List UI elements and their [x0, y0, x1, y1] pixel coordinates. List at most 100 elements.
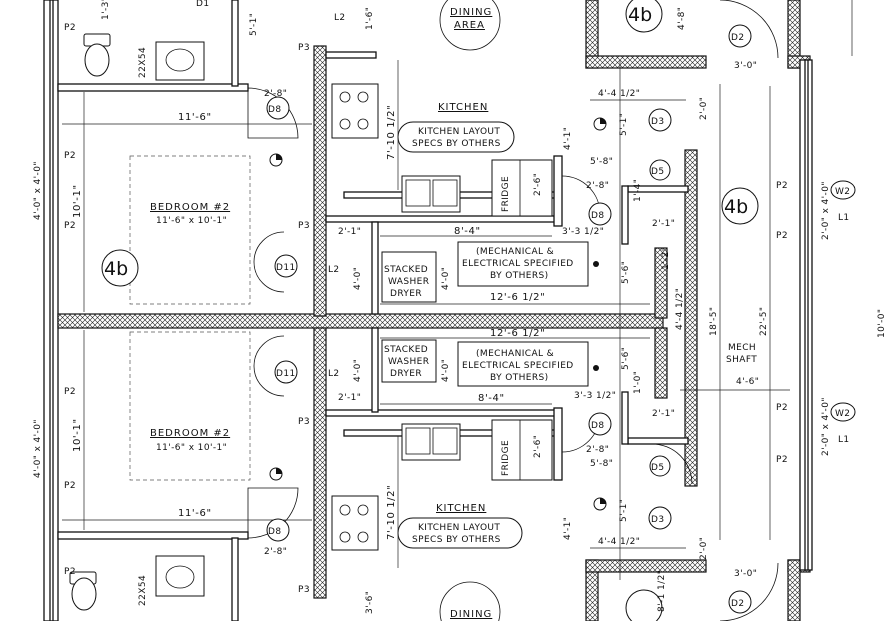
mech-note-box-lower — [457, 341, 589, 387]
dim-2-0-lower: 2'-0" — [699, 537, 709, 560]
dim-2-8-upper: 2'-8" — [264, 89, 287, 99]
outlet-tag-8: P2 — [776, 231, 788, 241]
bedroom-size-lower: 11'-6" x 10'-1" — [156, 443, 227, 453]
washer-label-upper: WASHER — [388, 277, 429, 287]
level-tag-lower: L1 — [838, 435, 850, 445]
outlet-tag-p3-1: P3 — [298, 43, 310, 53]
wall-tag-2: 4b — [724, 196, 748, 218]
bedroom-bottom-wall — [57, 531, 249, 540]
window-size-right-upper: 2'-0" x 4'-0" — [821, 181, 831, 240]
kitchen-layout-note-2: SPECS BY OTHERS — [412, 139, 501, 149]
dim-bedroom-depth-upper: 10'-1" — [72, 184, 83, 218]
dim-5-8-upper: 5'-8" — [590, 157, 613, 167]
door-tag-d8-d: D8 — [591, 421, 604, 431]
outlet-tag-1: P2 — [64, 23, 76, 33]
window-size-left-upper: 4'-0" x 4'-0" — [33, 161, 43, 220]
dim-4-0-lower: 4'-0" — [353, 359, 363, 382]
door-tag-d2-b: D2 — [731, 599, 744, 609]
light-tag-l2-3: L2 — [328, 369, 340, 379]
dining-table-upper — [439, 0, 501, 51]
stacked-label-lower: STACKED — [384, 345, 428, 355]
dim-bedroom-depth-lower: 10'-1" — [72, 418, 83, 452]
outlet-tag-3: P2 — [64, 221, 76, 231]
dim-3-6: 3'-6" — [365, 591, 375, 614]
dim-2-8-lower: 2'-8" — [264, 547, 287, 557]
dryer-label-upper: DRYER — [390, 289, 422, 299]
dim-kitchen-upper: 7'-10 1/2" — [386, 105, 397, 160]
outlet-tag-6: P2 — [64, 567, 76, 577]
dim-2-1-lower: 2'-1" — [338, 393, 361, 403]
partition-lower — [313, 327, 327, 599]
outlet-tag-p3-4: P3 — [298, 585, 310, 595]
kitchen-layout-note-1-lower: KITCHEN LAYOUT — [418, 523, 500, 533]
dim-2-1-upper: 2'-1" — [338, 227, 361, 237]
dim-5-1-lower: 5'-1" — [619, 499, 629, 522]
dim-1-4-upper: 1'-4" — [633, 179, 643, 202]
dim-bedroom-width-upper: 11'-6" — [178, 112, 212, 123]
dim-4-4-upper: 4'-4 1/2" — [598, 89, 640, 99]
kitchen-label-lower: KITCHEN — [436, 503, 486, 514]
dim-5-8-lower: 5'-8" — [590, 459, 613, 469]
dim-2-1-right-upper: 2'-1" — [652, 219, 675, 229]
vanity-size-upper: 22X54 — [138, 47, 148, 78]
fridge-label-lower: FRIDGE — [501, 440, 511, 476]
dining-table-lower — [439, 581, 501, 621]
door-tag-d11-a: D11 — [276, 263, 296, 273]
bedroom-label-lower: BEDROOM #2 — [150, 428, 230, 439]
dryer-label-lower: DRYER — [390, 369, 422, 379]
outlet-tag-9: P2 — [776, 403, 788, 413]
dim-4-1-lower: 4'-1" — [563, 517, 573, 540]
bed-outline-upper — [129, 155, 251, 305]
dim-10-0: 10'-0" — [877, 309, 886, 338]
dining-label-lower: DINING — [450, 609, 492, 620]
washer-label-lower: WASHER — [388, 357, 429, 367]
dim-5-1-bath: 5'-1" — [249, 13, 259, 36]
dim-3-3-lower: 3'-3 1/2" — [574, 391, 616, 401]
light-tag-l2-1: L2 — [334, 13, 346, 23]
outlet-tag-2: P2 — [64, 151, 76, 161]
wall-tag-bubble-4 — [625, 589, 663, 621]
dim-2-1-right-lower: 2'-1" — [652, 409, 675, 419]
outlet-tag-10: P2 — [776, 455, 788, 465]
outlet-tag-5: P2 — [64, 481, 76, 491]
washer-dryer-box-upper — [381, 251, 437, 303]
wall-tag-bubble-2 — [721, 187, 759, 225]
outlet-tag-7: P2 — [776, 181, 788, 191]
door-tag-d8-c: D8 — [591, 211, 604, 221]
mech-note-3-lower: BY OTHERS) — [490, 373, 549, 383]
ceiling-fixture-symbols — [269, 117, 607, 511]
dim-3-0-lower: 3'-0" — [734, 569, 757, 579]
mech-shaft-wall-upper — [654, 247, 668, 319]
fridge-box-upper — [491, 159, 553, 217]
vanity-size-lower: 22X54 — [138, 575, 148, 606]
mech-note-1-lower: (MECHANICAL & — [476, 349, 554, 359]
dim-2-8-right-lower: 2'-8" — [586, 445, 609, 455]
dim-2-8-right-upper: 2'-8" — [586, 181, 609, 191]
window-tags: W2 L1 W2 L1 — [830, 180, 856, 445]
kitchen-sink-icon-upper — [401, 175, 461, 213]
wall-tag-bubble-1 — [101, 249, 139, 287]
dining-area-label-upper: AREA — [454, 20, 485, 31]
door-tag-d3-a: D3 — [651, 117, 664, 127]
kitchen-layout-note-2-lower: SPECS BY OTHERS — [412, 535, 501, 545]
dim-22-5: 22'-5" — [759, 307, 769, 336]
window-size-right-lower: 2'-0" x 4'-0" — [821, 397, 831, 456]
door-tag-d2-a: D2 — [731, 33, 744, 43]
dim-8-4-upper: 8'-4" — [454, 226, 481, 237]
dim-2-0-upper: 2'-0" — [699, 97, 709, 120]
bed-outline-lower — [129, 331, 251, 481]
bedroom-size-upper: 11'-6" x 10'-1" — [156, 216, 227, 226]
room-labels: DINING AREA DINING KITCHEN KITCHEN BEDRO… — [150, 7, 757, 620]
door-tag-d11-b: D11 — [276, 369, 296, 379]
dim-fridge-lower: 2'-6" — [533, 435, 543, 458]
dim-12-6-lower: 12'-6 1/2" — [490, 328, 545, 339]
stacked-label-upper: STACKED — [384, 265, 428, 275]
wall-tag-bubble-3 — [625, 0, 663, 33]
dim-5-6-lower: 5'-6" — [621, 347, 631, 370]
range-icon-lower — [331, 495, 379, 551]
fridge-box-lower — [491, 419, 553, 481]
door-tag-d8-b: D8 — [268, 527, 281, 537]
mech-shaft-label-1: MECH — [728, 343, 756, 353]
kitchen-sink-icon-lower — [401, 423, 461, 461]
wall-tag-3: 4b — [628, 4, 652, 26]
